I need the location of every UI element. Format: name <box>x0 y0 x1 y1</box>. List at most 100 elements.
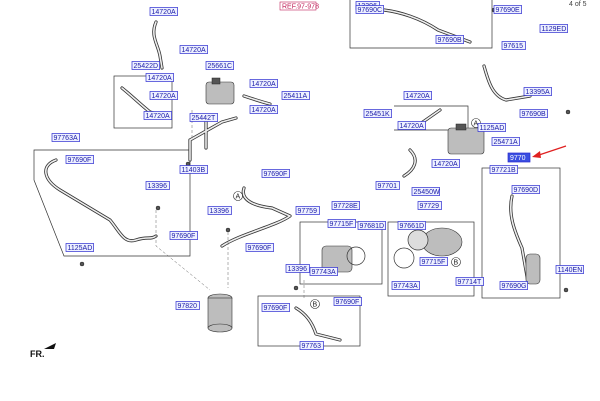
svg-text:13396: 13396 <box>148 183 168 190</box>
red-pointer-arrow <box>532 145 567 158</box>
part-label-14720a_9[interactable]: 14720A <box>397 121 426 131</box>
part-label-1140en[interactable]: 1140EN <box>555 265 584 275</box>
svg-text:97690G: 97690G <box>502 283 527 290</box>
svg-text:97690F: 97690F <box>172 233 196 240</box>
hose-top-center <box>152 20 164 70</box>
part-label-97690g[interactable]: 97690G <box>499 281 528 291</box>
svg-text:14720A: 14720A <box>406 93 430 100</box>
hose-bottom <box>294 306 342 342</box>
part-label-97690f_5[interactable]: 97690F <box>261 303 290 313</box>
svg-text:13396: 13396 <box>288 266 308 273</box>
part-label-97759[interactable]: 97759 <box>295 206 320 216</box>
part-label-25411a[interactable]: 25411A <box>281 91 310 101</box>
part-label-97690f_3[interactable]: 97690F <box>169 231 198 241</box>
part-label-97690f_2[interactable]: 97690F <box>261 169 290 179</box>
svg-text:13396: 13396 <box>210 208 230 215</box>
cylinder-filter <box>207 293 233 333</box>
svg-text:97721B: 97721B <box>492 167 516 174</box>
part-label-97690f_4[interactable]: 97690F <box>245 243 274 253</box>
part-label-14720a_2[interactable]: 14720A <box>179 45 208 55</box>
part-label-97701[interactable]: 97701 <box>375 181 400 191</box>
part-label-97615[interactable]: 97615 <box>501 41 526 51</box>
part-label-97820[interactable]: 97820 <box>175 301 200 311</box>
part-label-14720a_10[interactable]: 14720A <box>431 159 460 169</box>
part-label-97690d[interactable]: 97690D <box>511 185 540 195</box>
part-label-97690e[interactable]: 97690E <box>493 5 522 15</box>
part-label-14720a_1[interactable]: 14720A <box>149 7 178 17</box>
svg-text:25450W: 25450W <box>414 189 440 196</box>
part-label-97690c[interactable]: 97690C <box>355 5 384 15</box>
svg-text:25422D: 25422D <box>134 63 159 70</box>
part-label-13396_2[interactable]: 13396 <box>207 206 232 216</box>
part-label-13395a[interactable]: 13395A <box>523 87 552 97</box>
part-label-97763[interactable]: 97763 <box>299 341 324 351</box>
part-label-14720a_8[interactable]: 14720A <box>403 91 432 101</box>
svg-text:97715F: 97715F <box>422 259 446 266</box>
part-label-97690f_1[interactable]: 97690F <box>65 155 94 165</box>
svg-text:A: A <box>236 194 241 201</box>
svg-text:B: B <box>313 302 318 309</box>
svg-text:97759: 97759 <box>298 208 318 215</box>
svg-text:97820: 97820 <box>178 303 198 310</box>
svg-text:97690B: 97690B <box>438 37 462 44</box>
canister-upper-left <box>205 77 235 105</box>
part-label-1125ad[interactable]: 1125AD <box>65 243 94 253</box>
svg-text:14720A: 14720A <box>152 9 176 16</box>
part-label-14720a_4[interactable]: 14720A <box>149 91 178 101</box>
svg-text:97714T: 97714T <box>458 279 482 286</box>
svg-text:97690B: 97690B <box>522 111 546 118</box>
page-indicator: 4 of 5 <box>569 1 587 8</box>
part-label-14720a_7[interactable]: 14720A <box>249 105 278 115</box>
svg-text:97701: 97701 <box>378 183 398 190</box>
svg-text:14720A: 14720A <box>152 93 176 100</box>
group-frame-canister <box>394 105 469 131</box>
part-label-25661c[interactable]: 25661C <box>205 61 234 71</box>
svg-text:B: B <box>454 260 459 267</box>
svg-text:14720A: 14720A <box>252 107 276 114</box>
svg-text:REF.97-978: REF.97-978 <box>282 4 319 11</box>
part-label-25450w[interactable]: 25450W <box>411 187 440 197</box>
part-label-1125ad_2[interactable]: 1125AD <box>477 123 506 133</box>
part-label-highlighted[interactable]: 9770 <box>507 152 531 163</box>
svg-text:97615: 97615 <box>504 43 524 50</box>
svg-text:97690F: 97690F <box>248 245 272 252</box>
part-label-97721b[interactable]: 97721B <box>489 165 518 175</box>
part-label-97743a_2[interactable]: 97743A <box>391 281 420 291</box>
callout-a-left: A <box>233 191 243 201</box>
part-label-13396_1[interactable]: 13396 <box>145 181 170 191</box>
part-label-97728e[interactable]: 97728E <box>331 201 360 211</box>
front-direction-indicator: FR. <box>30 343 56 359</box>
svg-text:13395A: 13395A <box>526 89 550 96</box>
svg-text:97690E: 97690E <box>496 7 520 14</box>
part-label-97681d[interactable]: 97681D <box>357 221 386 231</box>
pipe-center-diagonal <box>220 186 292 248</box>
part-label-14720a_3[interactable]: 14720A <box>145 73 174 83</box>
part-label-97714t[interactable]: 97714T <box>455 277 484 287</box>
part-label-11403b[interactable]: 11403B <box>179 165 208 175</box>
part-label-97661d[interactable]: 97661D <box>397 221 426 231</box>
part-label-97690b_1[interactable]: 97690B <box>435 35 464 45</box>
part-label-14720a_6[interactable]: 14720A <box>249 79 278 89</box>
svg-text:14720A: 14720A <box>146 113 170 120</box>
part-label-97715f_1[interactable]: 97715F <box>327 219 356 229</box>
svg-text:97715F: 97715F <box>330 221 354 228</box>
part-label-25442t[interactable]: 25442T <box>189 113 218 123</box>
part-label-25451k[interactable]: 25451K <box>363 109 392 119</box>
callout-b-right: B <box>451 257 461 267</box>
part-label-97690b_2[interactable]: 97690B <box>519 109 548 119</box>
part-label-13396_3[interactable]: 13396 <box>285 264 310 274</box>
part-label-97743a_1[interactable]: 97743A <box>309 267 338 277</box>
part-label-25422d[interactable]: 25422D <box>131 61 160 71</box>
svg-text:97763A: 97763A <box>54 135 78 142</box>
part-label-97729[interactable]: 97729 <box>417 201 442 211</box>
part-label-1129ed[interactable]: 1129ED <box>539 24 568 34</box>
hose-right-upper <box>482 64 532 102</box>
ref-label[interactable]: REF.97-978 <box>279 1 319 11</box>
part-label-25471a[interactable]: 25471A <box>491 137 520 147</box>
svg-text:14720A: 14720A <box>400 123 424 130</box>
part-label-97690f_6[interactable]: 97690F <box>333 297 362 307</box>
part-label-97763a[interactable]: 97763A <box>51 133 80 143</box>
part-label-14720a_5[interactable]: 14720A <box>143 111 172 121</box>
part-label-97715f_2[interactable]: 97715F <box>419 257 448 267</box>
